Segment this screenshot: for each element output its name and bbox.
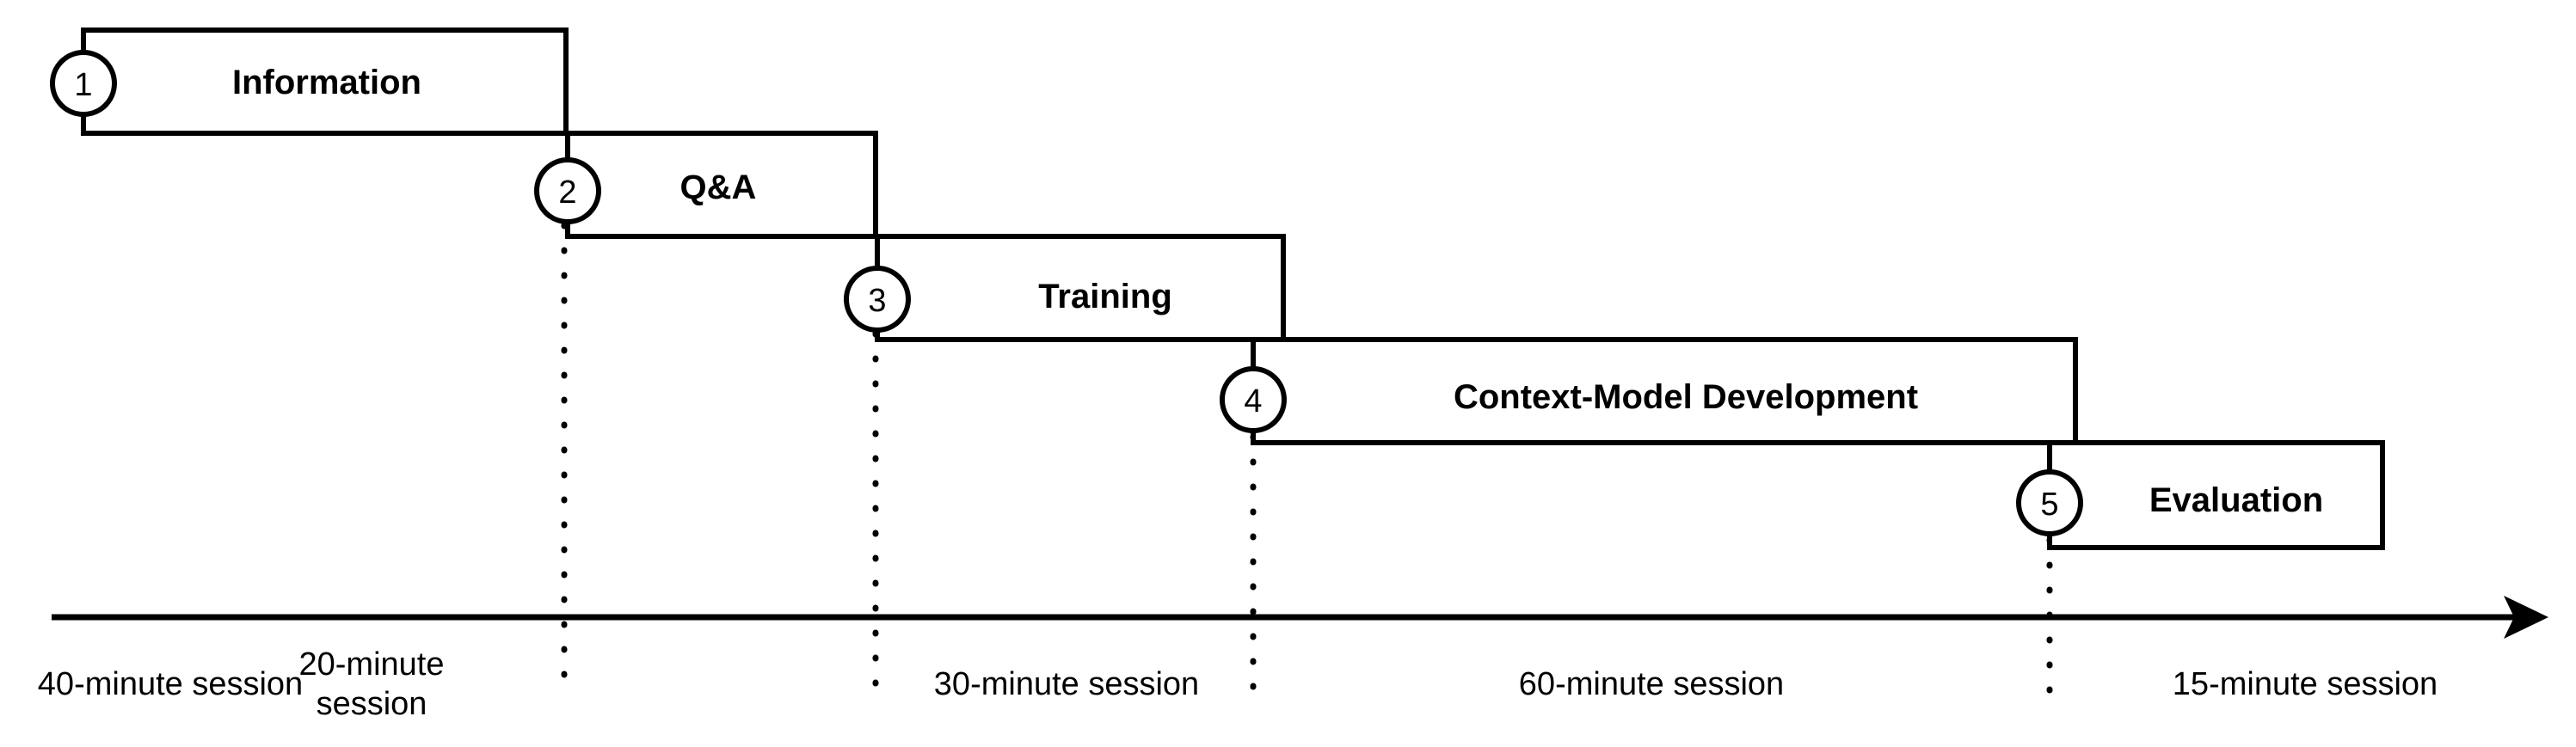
phase-bar-training[interactable] xyxy=(875,234,1286,342)
session-label-15-minute: 15-minute session xyxy=(2173,666,2438,702)
phase-bar-qa[interactable] xyxy=(565,131,878,239)
phase-markers-group: 1 2 3 4 5 xyxy=(50,50,2083,536)
guide-lines-group xyxy=(561,222,2053,698)
time-axis-group xyxy=(52,596,2548,639)
phase-marker-circle-4[interactable] xyxy=(1220,366,1287,433)
session-label-30-minute: 30-minute session xyxy=(934,666,1199,702)
phase-bars-group xyxy=(81,28,2385,550)
phase-label-qa: Q&A xyxy=(680,168,757,206)
phase-label-context-model-development: Context-Model Development xyxy=(1454,378,1918,416)
phase-label-evaluation: Evaluation xyxy=(2149,481,2323,519)
session-label-40-minute: 40-minute session xyxy=(38,666,303,702)
phase-marker-number-2: 2 xyxy=(558,175,576,211)
phase-marker-number-4: 4 xyxy=(1244,383,1262,419)
phase-labels-group: Information Q&A Training Context-Model D… xyxy=(232,64,2323,519)
phase-marker-circle-2[interactable] xyxy=(534,157,601,224)
time-axis-arrowhead xyxy=(2504,596,2548,639)
phase-marker-number-1: 1 xyxy=(74,67,92,103)
phase-label-training: Training xyxy=(1038,278,1172,315)
phase-marker-circle-3[interactable] xyxy=(844,266,911,333)
phase-label-information: Information xyxy=(232,64,421,101)
phase-marker-number-3: 3 xyxy=(868,283,886,319)
phase-marker-circle-5[interactable] xyxy=(2016,469,2083,536)
phase-marker-circle-1[interactable] xyxy=(50,50,117,117)
session-label-60-minute: 60-minute session xyxy=(1519,666,1784,702)
phase-marker-number-5: 5 xyxy=(2040,487,2058,523)
